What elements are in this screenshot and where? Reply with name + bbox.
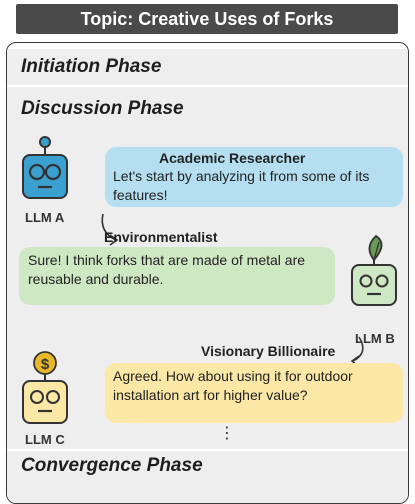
topic-header: Topic: Creative Uses of Forks	[16, 4, 398, 34]
convergence-phase-bar: Convergence Phase	[7, 451, 408, 503]
academic-researcher-name: Academic Researcher	[159, 150, 306, 166]
discussion-phase-panel: Discussion Phase LLM A Academic Research…	[7, 87, 408, 449]
academic-researcher-bubble: Academic Researcher Let's start by analy…	[105, 147, 403, 207]
convergence-phase-title: Convergence Phase	[21, 455, 203, 476]
robot-a-icon	[22, 136, 68, 199]
phases-frame: Initiation Phase Discussion Phase LLM A …	[6, 42, 409, 504]
curved-arrow-icon	[101, 213, 119, 246]
robot-b-icon	[351, 234, 397, 306]
environmentalist-message: Sure! I think forks that are made of met…	[28, 252, 306, 287]
visionary-billionaire-message: Agreed. How about using it for outdoor i…	[113, 368, 353, 403]
environmentalist-name: Environmentalist	[104, 229, 218, 245]
visionary-billionaire-bubble: Agreed. How about using it for outdoor i…	[105, 363, 403, 423]
llm-c-label: LLM C	[25, 432, 65, 447]
initiation-phase-bar: Initiation Phase	[7, 49, 408, 85]
academic-researcher-message: Let's start by analyzing it from some of…	[113, 168, 370, 203]
initiation-phase-title: Initiation Phase	[21, 56, 162, 77]
svg-text:$: $	[41, 356, 50, 373]
continuation-ellipsis: ⋮	[219, 425, 235, 442]
visionary-billionaire-name: Visionary Billionaire	[201, 343, 336, 359]
dollar-coin-icon: $	[33, 351, 57, 375]
leaf-icon	[368, 234, 383, 262]
discussion-phase-title: Discussion Phase	[21, 98, 184, 119]
llm-b-label: LLM B	[355, 331, 395, 346]
llm-a-label: LLM A	[25, 210, 65, 225]
robot-c-icon: $	[22, 351, 68, 424]
environmentalist-bubble: Sure! I think forks that are made of met…	[19, 247, 335, 305]
